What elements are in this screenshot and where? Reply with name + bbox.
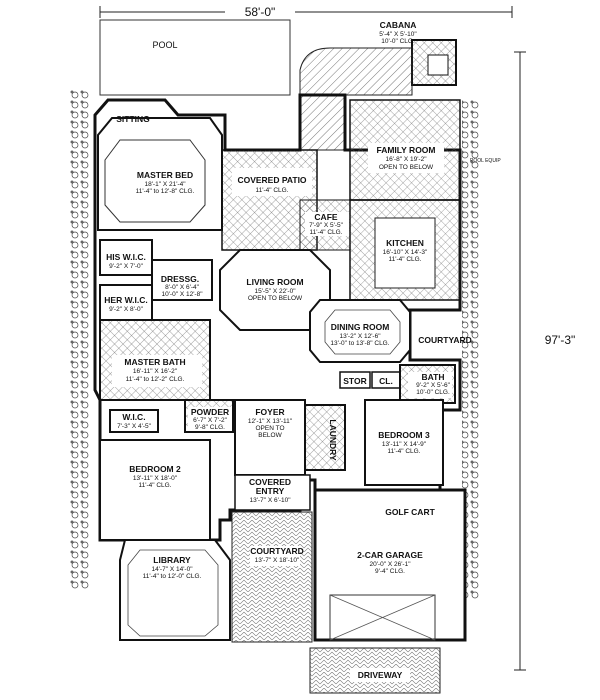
family-room-label: FAMILY ROOM [376, 145, 435, 155]
bedroom3-label: BEDROOM 3 [378, 430, 430, 440]
his-wic [99, 239, 153, 276]
covered-entry-dim: 13'-7" X 6'-10" [249, 497, 291, 504]
living-room-dim: 15'-5" X 22'-0" [254, 288, 296, 295]
cabana-label: CABANA [380, 20, 417, 30]
library [119, 539, 231, 641]
width-label: 58'-0" [245, 5, 276, 19]
foyer [234, 399, 306, 476]
bedroom3-clg: 11'-4" CLG. [387, 448, 420, 455]
foyer-dim: 12'-1" X 13'-11" [248, 418, 293, 425]
covered-patio-clg: 11'-4" CLG. [255, 187, 288, 194]
pool-label: POOL [152, 40, 177, 50]
master-bath-label: MASTER BATH [124, 357, 185, 367]
garage-door [329, 594, 436, 641]
family-room-dim: 16'-8" X 19'-2" [385, 156, 427, 163]
his-wic-label: HIS W.I.C. [106, 252, 146, 262]
her-wic-dim: 9'-2" X 8'-0" [109, 306, 144, 313]
living-room-label: LIVING ROOM [246, 277, 303, 287]
wic [109, 409, 159, 433]
bedroom2-label: BEDROOM 2 [129, 464, 181, 474]
dining-room-clg: 13'-0" to 13'-8" CLG. [330, 340, 389, 347]
stor [339, 371, 371, 389]
cafe-clg: 11'-4" CLG. [309, 229, 342, 236]
dressg-clg: 10'-0" X 12'-8" [161, 291, 203, 298]
powder-clg: 9'-8" CLG. [195, 424, 225, 431]
laundry [304, 404, 346, 471]
wic-dim: 7'-3" X 4'-5" [117, 423, 152, 430]
golf-cart-label: GOLF CART [385, 507, 435, 517]
foyer-open-2: BELOW [258, 432, 282, 439]
kitchen-dim: 16'-10" X 14'-3" [383, 249, 428, 256]
depth-label: 97'-3" [545, 333, 576, 347]
shrubs-right [462, 100, 480, 600]
stor-label: STOR [343, 376, 366, 386]
dressg-dim: 8'-0" X 6'-4" [165, 284, 200, 291]
cl-label: CL. [379, 376, 393, 386]
covered-entry-label-2: ENTRY [256, 486, 285, 496]
garage [313, 488, 467, 642]
courtyard-right-label: COURTYARD [418, 335, 472, 345]
dining-room-dim: 13'-2" X 12'-6" [339, 333, 381, 340]
foyer-open-1: OPEN TO [255, 425, 284, 432]
bedroom2-dim: 13'-11" X 18'-0" [133, 475, 178, 482]
master-bath-clg: 11'-4" to 12'-2" CLG. [126, 376, 185, 383]
covered-entry [234, 474, 311, 511]
pool-deck [299, 47, 413, 151]
foyer-label: FOYER [255, 407, 284, 417]
covered-patio-label: COVERED PATIO [237, 175, 306, 185]
shrubs-left [70, 90, 90, 590]
kitchen-label: KITCHEN [386, 238, 424, 248]
width-dimension: 58'-0" [99, 3, 513, 19]
kitchen-clg: 11'-4" CLG. [388, 256, 421, 263]
cafe-dim: 7'-9" X 5'-5" [309, 222, 344, 229]
her-wic-label: HER W.I.C. [104, 295, 147, 305]
master-bed-room [97, 117, 223, 231]
driveway-label: DRIVEWAY [358, 670, 403, 680]
master-bed-label: MASTER BED [137, 170, 193, 180]
library-dim: 14'-7" X 14'-0" [151, 566, 193, 573]
covered-entry-label: COVERED [249, 477, 291, 487]
bedroom-3 [364, 399, 444, 486]
library-clg: 11'-4" to 12'-0" CLG. [143, 573, 202, 580]
library-label: LIBRARY [153, 555, 191, 565]
sitting-label: SITTING [116, 114, 150, 124]
wic-label: W.I.C. [122, 412, 145, 422]
living-room-open: OPEN TO BELOW [248, 295, 303, 302]
master-bed-dim: 18'-1" X 21'-4" [144, 181, 186, 188]
garage-dim: 20'-0" X 26'-1" [369, 561, 411, 568]
bedroom-2 [99, 439, 211, 541]
dining-room-label: DINING ROOM [331, 322, 390, 332]
bath-dim: 9'-2" X 5'-6" [416, 382, 451, 389]
bath-label: BATH [422, 372, 445, 382]
dining-room [309, 299, 411, 363]
family-room-open: OPEN TO BELOW [379, 164, 434, 171]
dressg [151, 259, 213, 301]
bedroom2-clg: 11'-4" CLG. [138, 482, 171, 489]
bedroom3-dim: 13'-11" X 14'-9" [382, 441, 427, 448]
laundry-label: LAUNDRY [328, 419, 338, 461]
garage-clg: 9'-4" CLG. [375, 568, 405, 575]
courtyard-front-label: COURTYARD [250, 546, 304, 556]
cabana-clg: 10'-0" CLG. [381, 38, 415, 45]
courtyard-front-dim: 13'-7" X 18'-10" [255, 557, 300, 564]
front-courtyard [231, 511, 313, 643]
dressg-label: DRESSG. [161, 274, 199, 284]
depth-dimension: 97'-3" [514, 51, 595, 671]
master-bath-dim: 16'-11" X 16'-2" [133, 368, 178, 375]
pool-equip-label: POOL EQUIP [470, 158, 501, 164]
pool-outline [99, 19, 291, 96]
powder-dim: 6'-7" X 7'-2" [193, 417, 228, 424]
powder-label: POWDER [191, 407, 229, 417]
bath-clg: 10'-0" CLG. [416, 389, 450, 396]
master-bed-clg: 11'-4" to 12'-8" CLG. [136, 188, 195, 195]
garage-label: 2-CAR GARAGE [357, 550, 423, 560]
his-wic-dim: 9'-2" X 7'-0" [109, 263, 144, 270]
cafe-label: CAFE [314, 212, 337, 222]
cabana-dim: 5'-4" X 5'-10" [379, 31, 417, 38]
